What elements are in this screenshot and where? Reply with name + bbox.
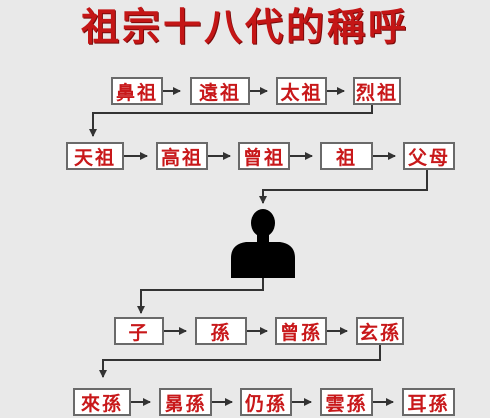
- arrow: [137, 276, 264, 314]
- node-sun: 孫: [195, 317, 247, 345]
- node-liezu: 烈祖: [353, 77, 401, 105]
- node-zi: 子: [114, 317, 164, 345]
- node-laisun: 來孫: [73, 388, 131, 416]
- self-silhouette-icon: [231, 209, 295, 278]
- node-zengsun: 曾孫: [275, 317, 327, 345]
- node-tianzu: 天祖: [66, 142, 124, 170]
- node-rengsun: 仍孫: [240, 388, 292, 416]
- node-fumu: 父母: [403, 142, 455, 170]
- node-taizu: 太祖: [276, 77, 327, 105]
- node-yunsun: 雲孫: [320, 388, 373, 416]
- node-zu: 祖: [320, 142, 373, 170]
- arrow: [89, 105, 373, 137]
- node-gaozu: 高祖: [156, 142, 208, 170]
- node-ersun: 耳孫: [402, 388, 455, 416]
- arrow: [259, 170, 428, 204]
- node-bizu: 鼻祖: [111, 77, 163, 105]
- node-zengzu: 曾祖: [238, 142, 290, 170]
- node-kunsun: 晜孫: [159, 388, 212, 416]
- diagram-title: 祖宗十八代的稱呼: [80, 4, 409, 49]
- node-xuansun: 玄孫: [356, 317, 404, 345]
- arrow: [99, 345, 381, 378]
- node-yuanzu: 遠祖: [190, 77, 250, 105]
